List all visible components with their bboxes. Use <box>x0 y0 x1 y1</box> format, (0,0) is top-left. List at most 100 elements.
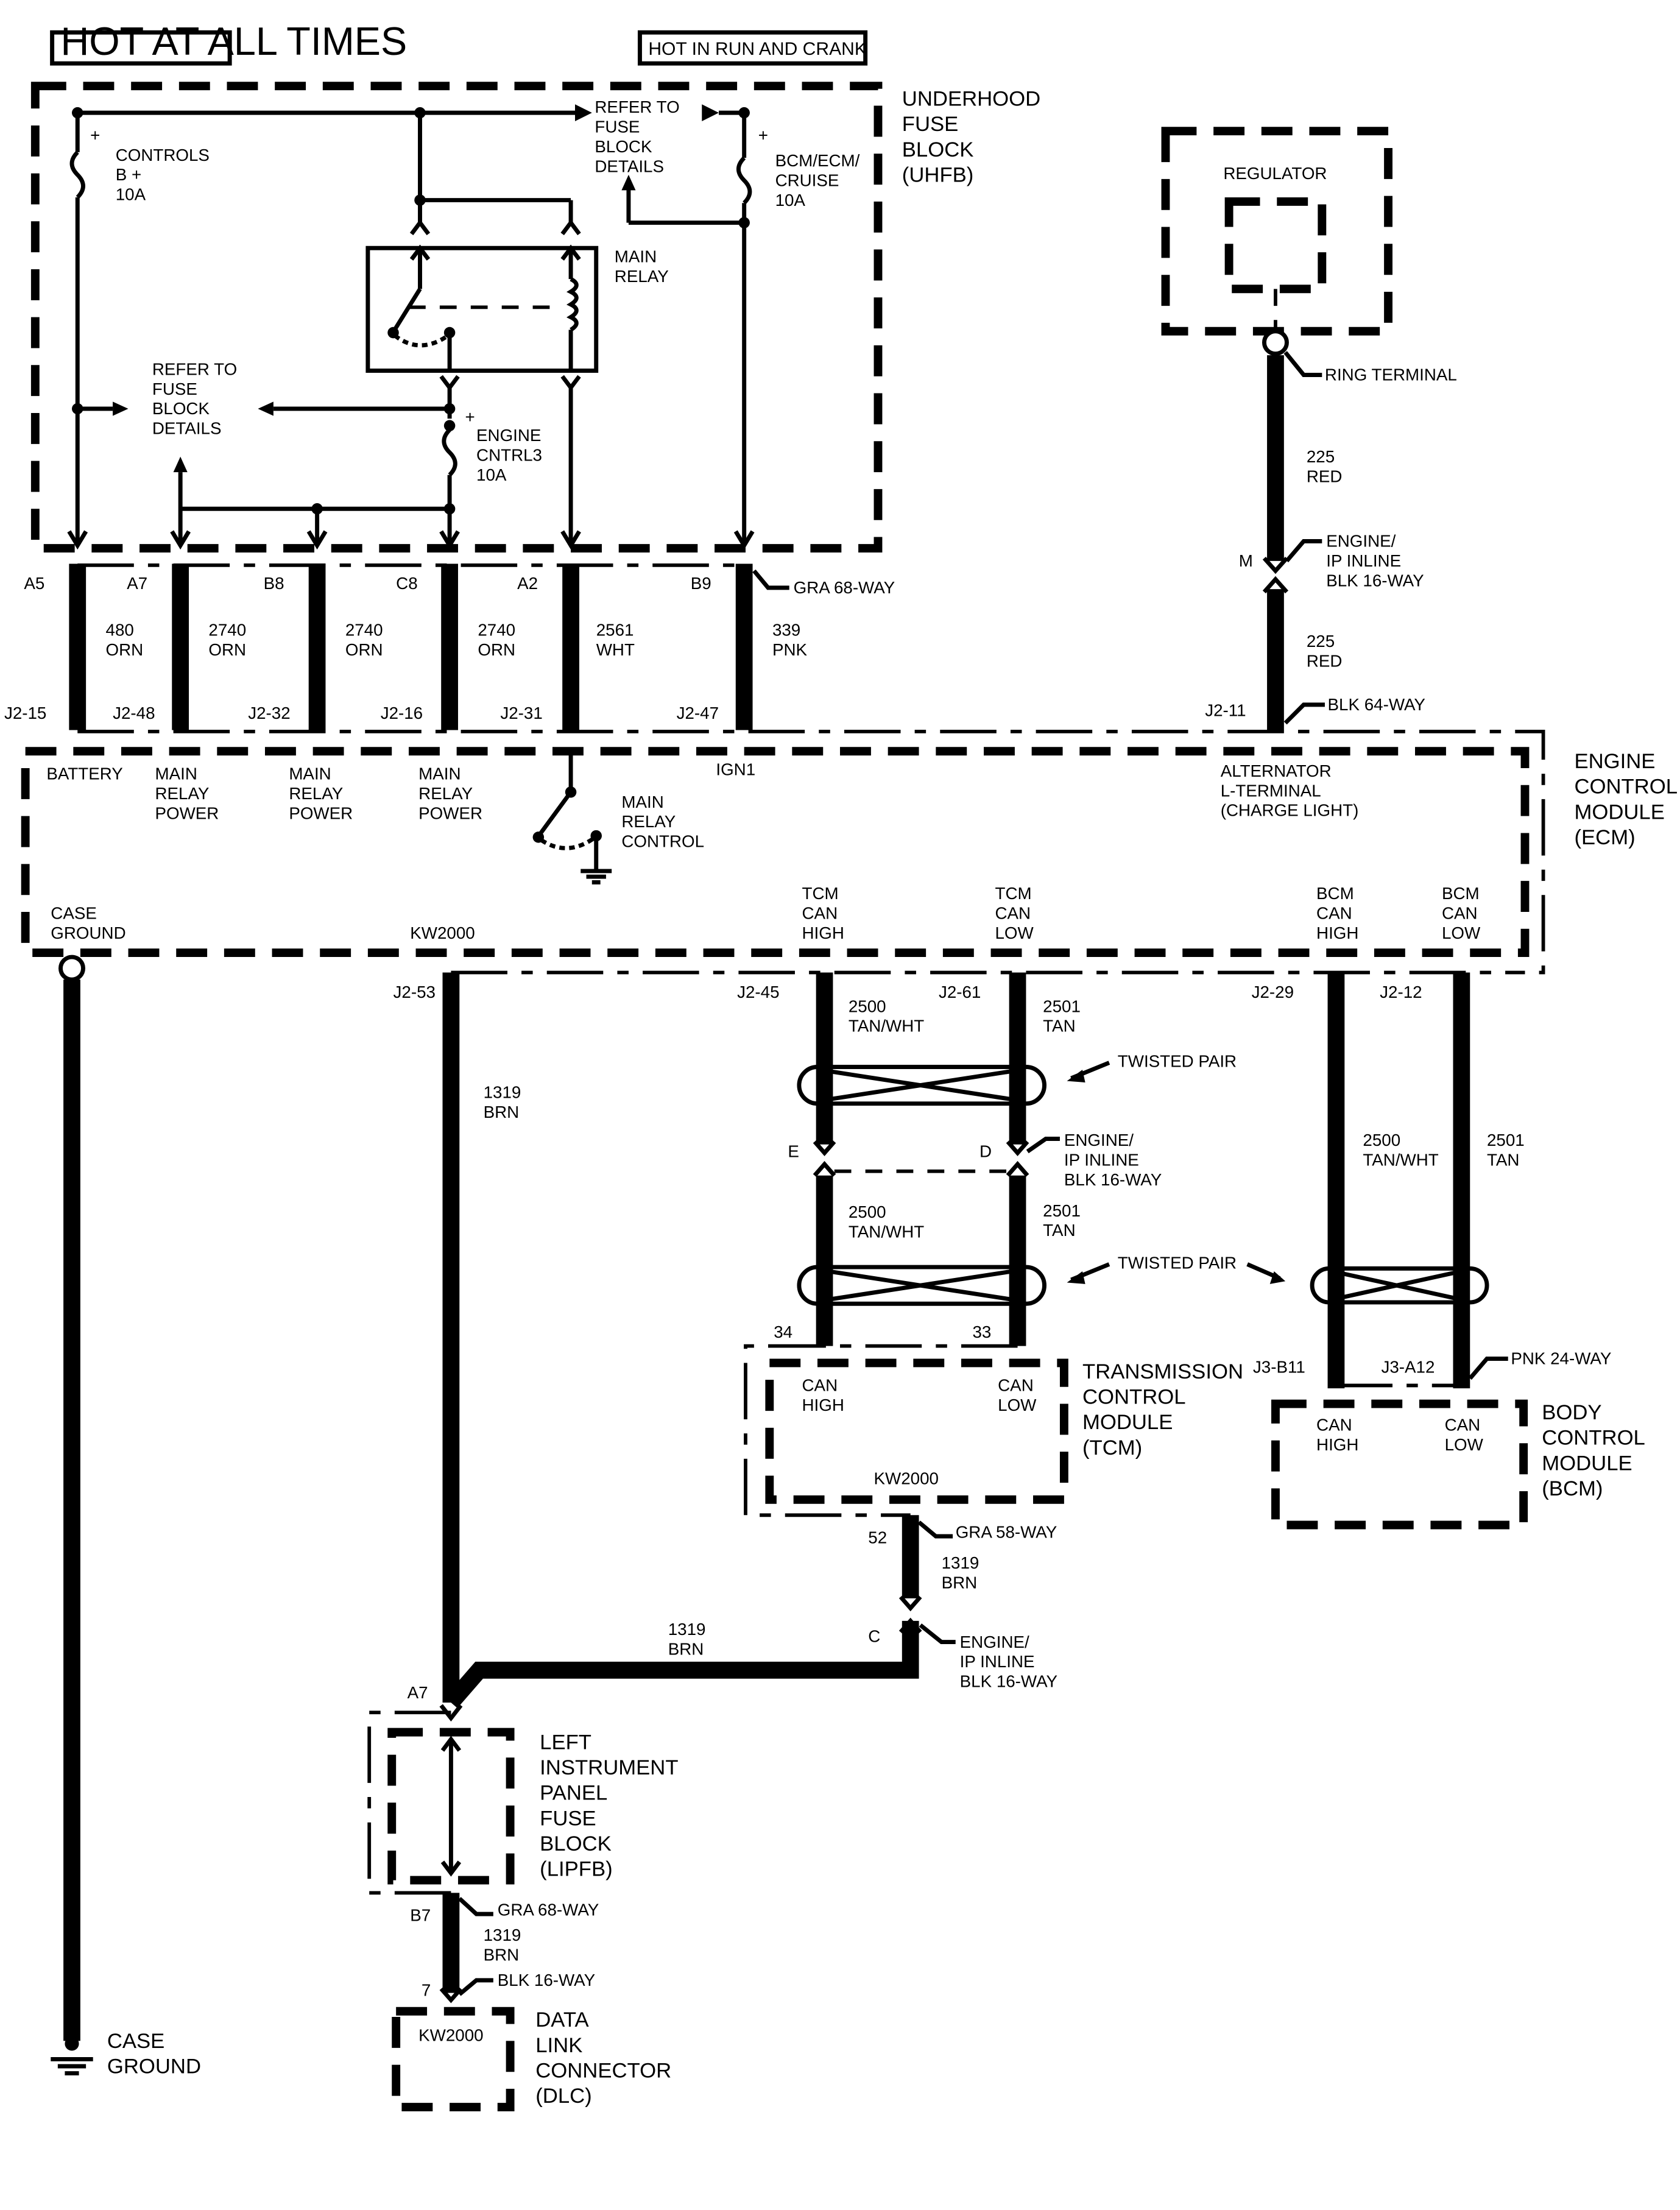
tcm-name: MODULE <box>1082 1411 1173 1434</box>
lipfb-name: INSTRUMENT <box>540 1756 678 1779</box>
wire-number: 1319 <box>484 1926 521 1944</box>
wire-number: 2501 <box>1043 1201 1081 1220</box>
ecm-pin: J2-47 <box>677 704 719 722</box>
supply-label: HOT AT ALL TIMES <box>60 19 407 63</box>
connector-label: GRA 68-WAY <box>794 578 895 597</box>
regulator: REGULATOR RING TERMINAL 225 RED M ENGINE… <box>1161 127 1457 730</box>
tcm-name: TRANSMISSION <box>1082 1360 1243 1383</box>
wire-color: TAN <box>1043 1017 1075 1036</box>
terminal-label: A5 <box>24 574 44 593</box>
left-instrument-panel-fuse-block: A7 LEFT INSTRUMENT PANEL FUSE BLOCK (LIP… <box>367 1683 679 1993</box>
ecm-pin-label: BATTERY <box>46 764 122 783</box>
fuse-label: CONTROLS <box>116 146 210 164</box>
engine-control-module: ENGINE CONTROL MODULE (ECM) BATTERY MAIN… <box>21 729 1678 975</box>
ecm-pin-label: RELAY <box>289 784 343 803</box>
wire-color: BRN <box>668 1639 704 1658</box>
tcm-pin-label: CAN <box>998 1376 1034 1395</box>
ecm-pin-label: HIGH <box>1316 923 1358 942</box>
dlc-pin: 7 <box>422 1980 431 1999</box>
bcm-name: CONTROL <box>1542 1427 1645 1450</box>
ecm-pin-label: MAIN <box>418 764 461 783</box>
inline-label: ENGINE/ <box>1326 532 1396 551</box>
lipfb-name: (LIPFB) <box>540 1858 613 1881</box>
wire-number: 2500 <box>849 997 886 1015</box>
fuse-icon <box>69 150 85 199</box>
ecm-pin-label: TCM <box>802 884 839 903</box>
ring-terminal-icon <box>58 955 85 982</box>
ecm-pin-label: TCM <box>995 884 1032 903</box>
twisted-pair-label: TWISTED PAIR <box>1118 1052 1237 1071</box>
wire-number: 225 <box>1307 632 1335 651</box>
bcm-name: BODY <box>1542 1401 1601 1424</box>
refer-label: DETAILS <box>152 419 222 438</box>
fuse-label: 10A <box>775 191 806 210</box>
underhood-fuse-block: UNDERHOOD FUSE BLOCK (UHFB) REFER TO FUS… <box>30 82 1040 553</box>
arrow-icon <box>621 174 636 191</box>
ring-terminal-icon <box>1262 329 1289 356</box>
ecm-pin: J2-61 <box>939 983 981 1001</box>
inline-label: IP INLINE <box>1064 1150 1139 1169</box>
ecm-pin-label: CAN <box>802 904 838 923</box>
fuse-label: BCM/ECM/ <box>775 151 860 170</box>
uhfb-name: (UHFB) <box>902 163 974 186</box>
plus-label: + <box>758 125 768 144</box>
uhfb-terminals: A5 A7 B8 C8 A2 B9 GRA 68-WAY <box>24 563 895 597</box>
transmission-control-module: CAN HIGH CAN LOW KW2000 TRANSMISSION CON… <box>744 1344 1243 1691</box>
wire-color: RED <box>1307 651 1343 670</box>
wire-number: 480 <box>106 621 134 640</box>
wire-color: PNK <box>772 640 808 659</box>
ecm-pin-label: POWER <box>418 803 482 822</box>
wire-color: TAN <box>1487 1150 1519 1169</box>
lipfb-name: LEFT <box>540 1731 591 1754</box>
bcm-pin-label: LOW <box>1445 1435 1484 1454</box>
refer-label: REFER TO <box>595 97 679 116</box>
lipfb-name: PANEL <box>540 1782 607 1805</box>
fuse-icon <box>736 156 752 205</box>
wire-color: ORN <box>106 640 144 659</box>
bcm-name: (BCM) <box>1542 1477 1603 1500</box>
terminal-label: C8 <box>396 574 417 593</box>
bcm-pin: J3-B11 <box>1253 1358 1305 1377</box>
dlc-pin-label: KW2000 <box>418 2025 483 2044</box>
wire-color: TAN/WHT <box>849 1222 924 1241</box>
top-wires: 480 ORN 2740 ORN 2740 ORN 2740 ORN 2561 … <box>4 563 808 730</box>
wire-color: ORN <box>208 640 246 659</box>
bcm-name: MODULE <box>1542 1452 1632 1475</box>
ecm-pin-label: MAIN <box>621 793 663 811</box>
arrow-icon <box>258 401 274 416</box>
wire-number: 2561 <box>596 621 634 640</box>
ecm-pin-label: RELAY <box>621 812 676 831</box>
inline-pin: C <box>868 1627 880 1646</box>
wire-color: WHT <box>596 640 635 659</box>
ecm-pin: J2-16 <box>381 704 423 722</box>
connector-label: GRA 68-WAY <box>498 1900 599 1919</box>
ecm-pin-label: IGN1 <box>716 760 755 779</box>
ecm-pin-label: CASE <box>51 904 97 923</box>
ecm-pin-label: CONTROL <box>621 832 704 851</box>
wire-number: 2740 <box>478 621 515 640</box>
refer-label: REFER TO <box>152 359 237 378</box>
ecm-pin: J2-32 <box>248 704 290 722</box>
ecm-pin-label: POWER <box>289 803 353 822</box>
relay-label: MAIN <box>615 247 657 266</box>
ground-label: GROUND <box>107 2055 201 2078</box>
wire-number: 2500 <box>1363 1131 1400 1149</box>
ecm-name: CONTROL <box>1574 775 1678 799</box>
tcm-pin-label: HIGH <box>802 1396 844 1414</box>
plus-label: + <box>90 125 100 144</box>
ground-label: CASE <box>107 2030 164 2053</box>
dlc-name: (DLC) <box>535 2085 591 2108</box>
tcm-pin: 34 <box>774 1322 792 1341</box>
ecm-pin-label: MAIN <box>155 764 197 783</box>
tcm-pin-label: CAN <box>802 1376 838 1395</box>
ecm-pin-label: CAN <box>995 904 1031 923</box>
relay-label: RELAY <box>615 267 669 286</box>
twisted-pair-label: TWISTED PAIR <box>1118 1253 1237 1272</box>
ecm-pin: J2-53 <box>394 983 436 1001</box>
fuse-label: ENGINE <box>476 426 541 445</box>
ecm-pin-label: GROUND <box>51 923 125 942</box>
wire-number: 225 <box>1307 447 1335 466</box>
arrow-icon <box>173 456 188 473</box>
ecm-pin-label: LOW <box>995 923 1034 942</box>
